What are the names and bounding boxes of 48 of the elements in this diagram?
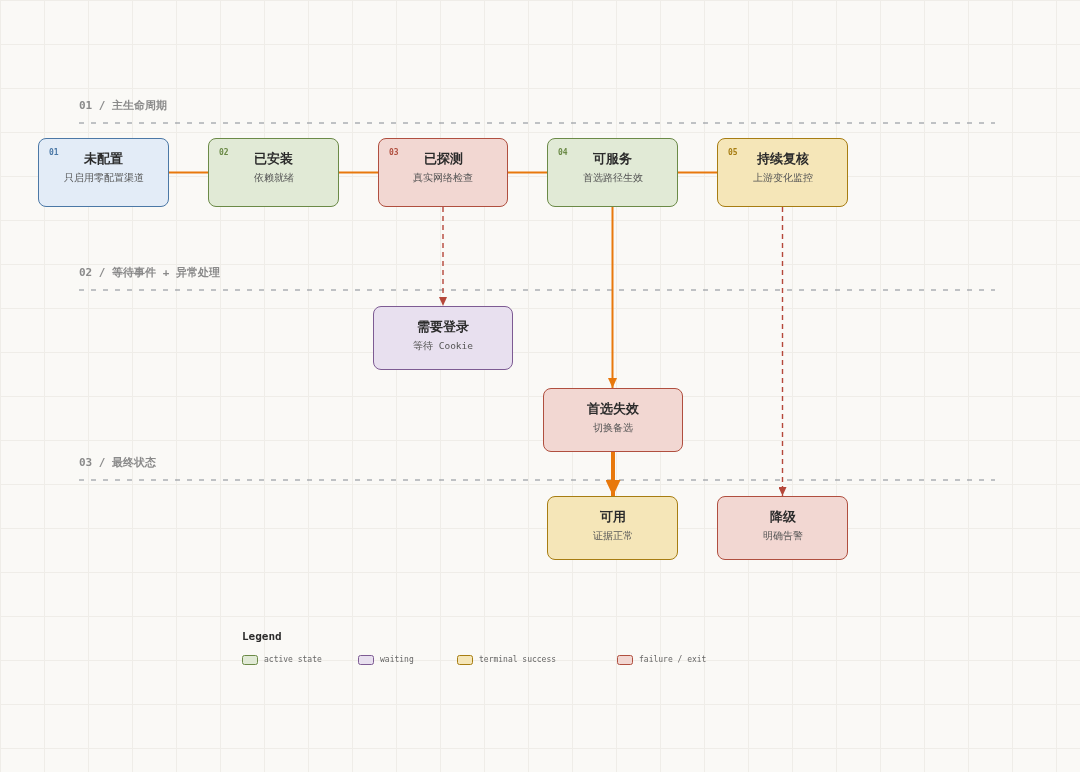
state-subtitle: 依赖就绪 [253, 172, 294, 184]
state-box [717, 496, 848, 560]
state-subtitle: 上游变化监控 [752, 172, 813, 184]
state-box [547, 138, 678, 207]
connector-line [507, 171, 548, 174]
state-subtitle: 只启用零配置渠道 [63, 172, 144, 184]
arrow [778, 206, 787, 497]
state-subtitle: 切换备选 [593, 422, 633, 434]
state-title: 已安装 [254, 151, 293, 166]
step-number: 02 [219, 148, 229, 157]
step-number: 01 [49, 148, 59, 157]
state-box [373, 306, 513, 370]
state-title: 持续复核 [756, 151, 809, 166]
state-box [38, 138, 169, 207]
connector-line [168, 171, 209, 174]
state-title: 可用 [599, 509, 626, 524]
state-title: 降级 [769, 509, 796, 524]
legend-label: failure / exit [639, 655, 707, 665]
state-title: 需要登录 [417, 319, 469, 334]
state-subtitle: 证据正常 [592, 530, 633, 542]
arrow [608, 206, 617, 389]
arrow [605, 452, 621, 496]
state-box [717, 138, 848, 207]
step-number: 04 [558, 148, 568, 157]
legend-label: terminal success [479, 655, 557, 665]
step-number: 05 [728, 148, 738, 157]
state-box [378, 138, 508, 207]
state-subtitle: 等待 Cookie [413, 340, 473, 352]
state-box [543, 388, 683, 452]
section-heading: 01 / 主生命周期 [79, 99, 168, 113]
section-heading: 02 / 等待事件 + 异常处理 [79, 266, 220, 280]
legend-label: active state [264, 655, 322, 665]
state-box [208, 138, 339, 207]
connector-line [677, 171, 718, 174]
legend-title: Legend [242, 630, 282, 644]
state-box [547, 496, 678, 560]
state-subtitle: 真实网络检查 [413, 172, 473, 184]
state-title: 可服务 [593, 151, 632, 166]
state-title: 未配置 [84, 151, 123, 166]
connector-line [338, 171, 379, 174]
state-subtitle: 明确告警 [762, 530, 803, 542]
legend-label: waiting [380, 655, 414, 665]
arrow [439, 206, 447, 307]
state-subtitle: 首选路径生效 [582, 172, 643, 184]
step-number: 03 [389, 148, 399, 157]
state-title: 首选失效 [587, 401, 639, 416]
section-heading: 03 / 最终状态 [79, 456, 157, 470]
state-title: 已探测 [423, 151, 463, 166]
